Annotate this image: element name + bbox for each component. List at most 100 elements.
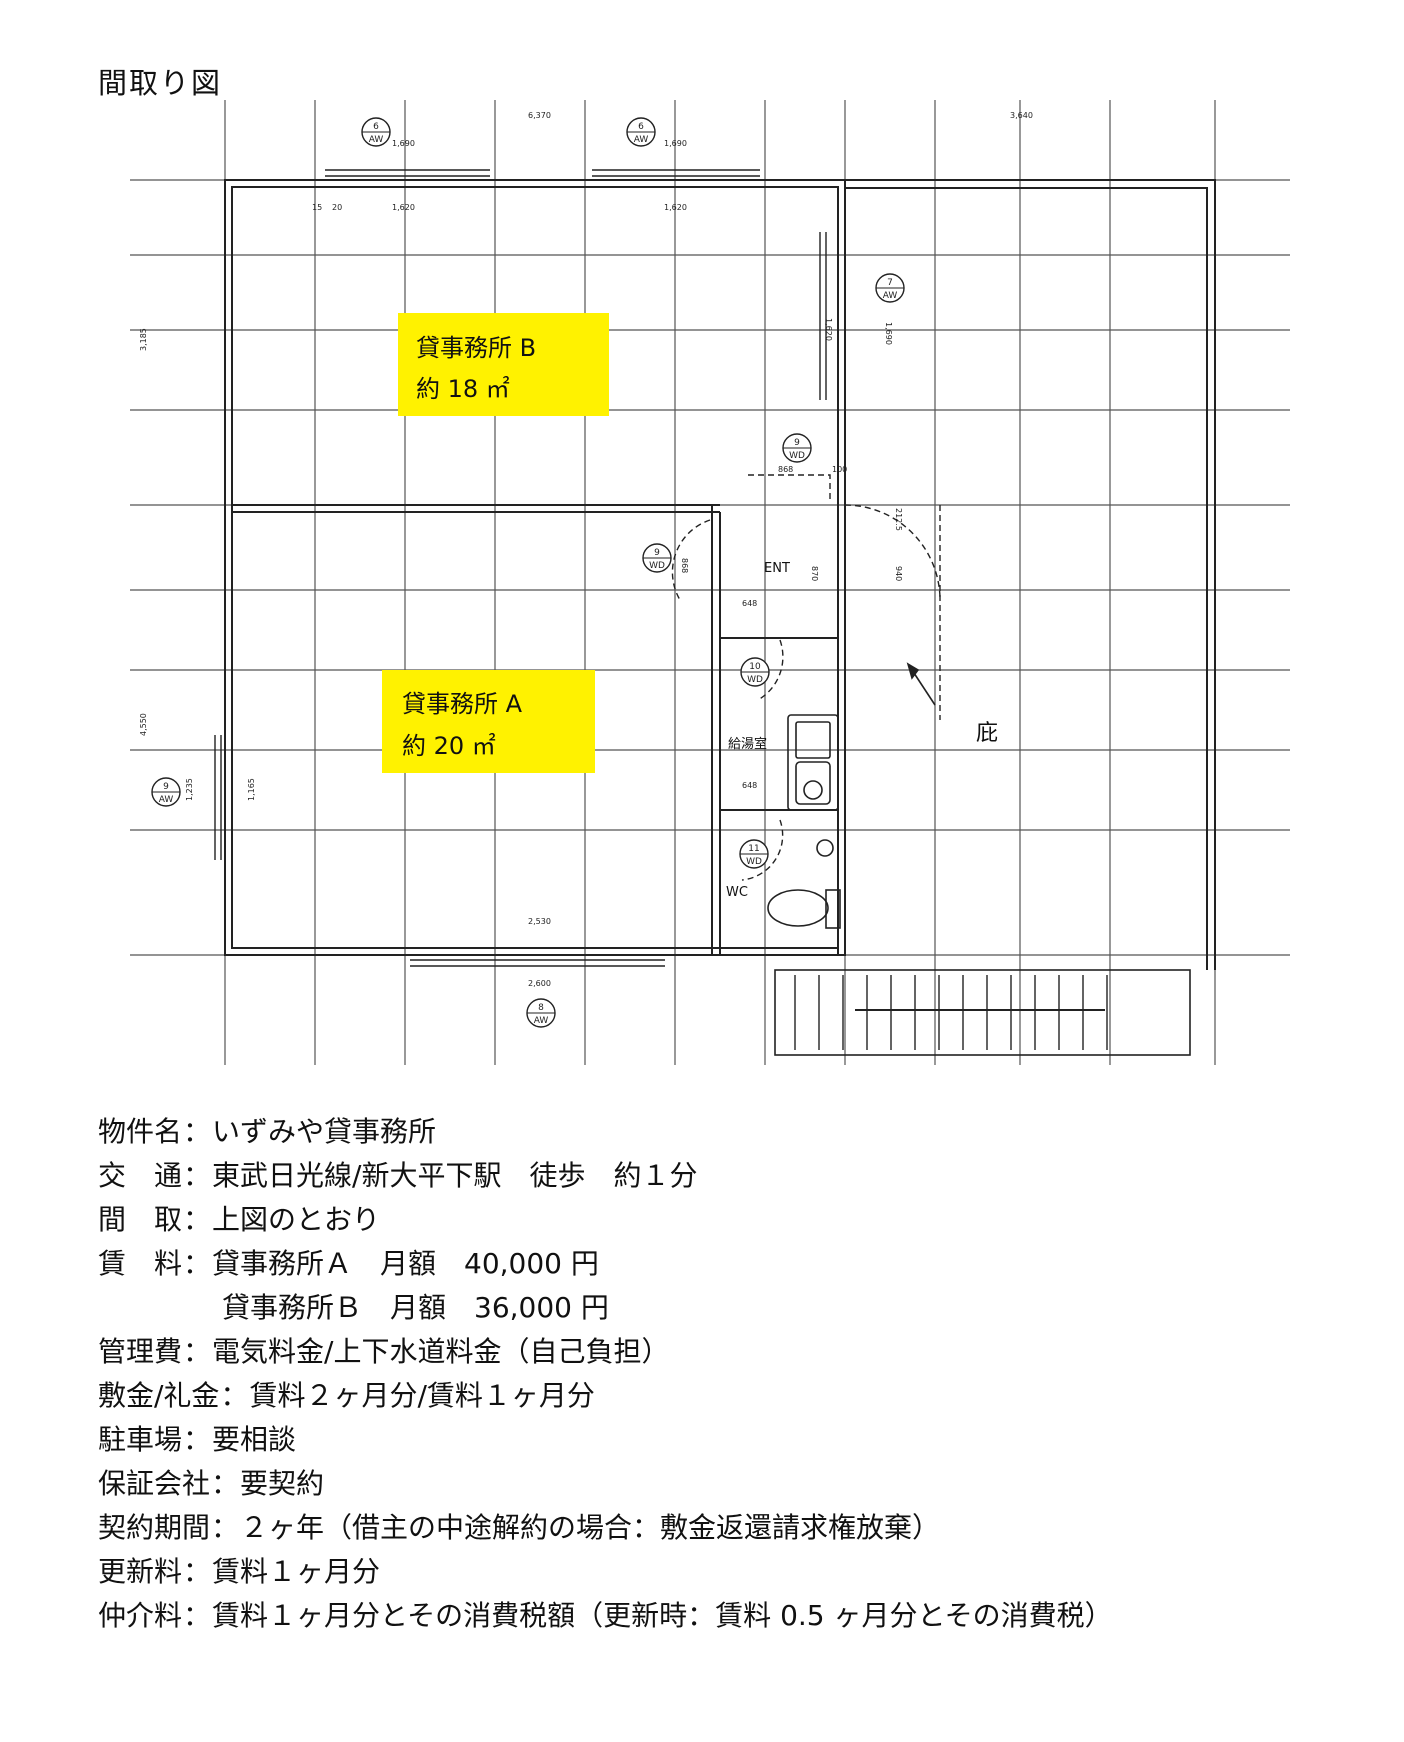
stairs <box>774 969 1191 1056</box>
dim-door-870: 870 <box>810 566 819 581</box>
grid-lines <box>130 100 1290 1065</box>
toilet <box>767 839 841 929</box>
window-tag: 6AW <box>626 117 656 147</box>
window-tag-number: 9 <box>654 548 660 558</box>
contract-label: 契約期間 <box>98 1511 211 1544</box>
guarantor-value: 要契約 <box>240 1467 325 1500</box>
rent-label: 賃 料 <box>98 1247 183 1280</box>
dim-window-left-inner: 1,165 <box>247 778 256 801</box>
info-management: 管理費：電気料金/上下水道料金（自己負担） <box>98 1330 1113 1374</box>
walls <box>224 179 1216 1011</box>
room-a-name: 貸事務所 A <box>402 690 523 718</box>
deposit-value: 賃料２ヶ月分/賃料１ヶ月分 <box>249 1379 595 1412</box>
window-tag-type: AW <box>369 135 384 145</box>
renewal-value: 賃料１ヶ月分 <box>212 1555 381 1588</box>
dim-door-868-a: 868 <box>778 465 793 474</box>
room-a-highlight <box>382 670 595 773</box>
window-tag: 8AW <box>526 998 556 1028</box>
dim-kitchen-648-b: 648 <box>742 781 757 790</box>
dim-door-212: 212.5 <box>894 508 903 531</box>
window-tag-number: 8 <box>538 1003 544 1013</box>
layout-label: 間 取 <box>98 1203 183 1236</box>
dim-window-left-outer: 1,235 <box>185 778 194 801</box>
rent-value-b: 貸事務所Ｂ 月額 36,000 円 <box>222 1291 609 1324</box>
dim-kitchen-648-a: 648 <box>742 599 757 608</box>
info-rent: 賃 料：貸事務所Ａ 月額 40,000 円 <box>98 1242 1113 1286</box>
window-tag: 7AW <box>875 273 905 303</box>
page-title: 間取り図 <box>98 66 223 100</box>
info-transport: 交 通：東武日光線/新大平下駅 徒歩 約１分 <box>98 1154 1113 1198</box>
window-tag-number: 9 <box>794 438 800 448</box>
dim-edge-15: 15 <box>312 203 322 212</box>
dim-bottom-inner: 2,530 <box>528 917 551 926</box>
eave-label: 庇 <box>976 721 998 746</box>
dim-edge-20: 20 <box>332 203 342 212</box>
info-property-name: 物件名：いずみや貸事務所 <box>98 1110 1113 1154</box>
property-name-label: 物件名 <box>98 1115 183 1148</box>
dim-inner-top-1: 1,620 <box>392 203 415 212</box>
property-info: 物件名：いずみや貸事務所 交 通：東武日光線/新大平下駅 徒歩 約１分 間 取：… <box>98 1110 1113 1638</box>
brokerage-label: 仲介料 <box>98 1599 183 1632</box>
property-name-value: いずみや貸事務所 <box>212 1115 437 1148</box>
window-tag-number: 6 <box>373 122 379 132</box>
management-value: 電気料金/上下水道料金（自己負担） <box>212 1335 670 1368</box>
dim-inner-top-2: 1,620 <box>664 203 687 212</box>
info-renewal: 更新料：賃料１ヶ月分 <box>98 1550 1113 1594</box>
dim-top-left: 6,370 <box>528 111 551 120</box>
contract-value: ２ヶ年（借主の中途解約の場合：敷金返還請求権放棄） <box>240 1511 941 1544</box>
transport-label: 交 通 <box>98 1159 183 1192</box>
info-parking: 駐車場：要相談 <box>98 1418 1113 1462</box>
window-tag-type: WD <box>746 857 762 867</box>
room-b-name: 貸事務所 B <box>416 334 536 362</box>
ent-label: ENT <box>764 561 790 576</box>
window-tag-type: WD <box>649 561 665 571</box>
dim-door-100: 100 <box>832 465 847 474</box>
dim-window-top-2: 1,690 <box>664 139 687 148</box>
floor-plan: 貸事務所 B 約 18 ㎡ 貸事務所 A 約 20 ㎡ ENT 給湯室 WC 庇… <box>130 100 1290 1065</box>
window-tag-type: WD <box>747 675 763 685</box>
room-b-area: 約 18 ㎡ <box>416 375 510 403</box>
dim-left-upper: 3,185 <box>139 328 148 351</box>
deposit-label: 敷金/礼金 <box>98 1379 220 1412</box>
info-rent-b: 貸事務所Ｂ 月額 36,000 円 <box>98 1286 1113 1330</box>
window-tag: 9WD <box>642 543 672 573</box>
parking-value: 要相談 <box>212 1423 297 1456</box>
dim-door-940: 940 <box>894 566 903 581</box>
transport-value: 東武日光線/新大平下駅 徒歩 約１分 <box>212 1159 698 1192</box>
room-b-highlight <box>398 313 609 416</box>
window-tag-number: 10 <box>749 662 761 672</box>
info-brokerage: 仲介料：賃料１ヶ月分とその消費税額（更新時：賃料 0.5 ヶ月分とその消費税） <box>98 1594 1113 1638</box>
dim-top-right: 3,640 <box>1010 111 1033 120</box>
info-layout: 間 取：上図のとおり <box>98 1198 1113 1242</box>
info-deposit: 敷金/礼金：賃料２ヶ月分/賃料１ヶ月分 <box>98 1374 1113 1418</box>
eave-arrow <box>906 662 936 706</box>
window-tag: 9WD <box>782 433 812 463</box>
dim-right-window-outer: 1,690 <box>884 322 893 345</box>
dim-right-window-inner: 1,620 <box>824 318 833 341</box>
window-tag-number: 7 <box>887 278 893 288</box>
window-tag-type: AW <box>159 795 174 805</box>
window-tag-number: 6 <box>638 122 644 132</box>
layout-value: 上図のとおり <box>212 1203 381 1236</box>
dim-bottom-outer: 2,600 <box>528 979 551 988</box>
window-tag-number: 9 <box>163 782 169 792</box>
brokerage-value: 賃料１ヶ月分とその消費税額（更新時：賃料 0.5 ヶ月分とその消費税） <box>212 1599 1113 1632</box>
renewal-label: 更新料 <box>98 1555 183 1588</box>
window-tag-type: AW <box>883 291 898 301</box>
windows <box>214 169 827 967</box>
window-tag: 9AW <box>151 777 181 807</box>
dim-door-868-b: 868 <box>680 558 689 573</box>
window-tag-type: AW <box>534 1016 549 1026</box>
kitchen-label: 給湯室 <box>728 736 767 752</box>
window-tag-type: AW <box>634 135 649 145</box>
guarantor-label: 保証会社 <box>98 1467 211 1500</box>
room-a-area: 約 20 ㎡ <box>402 732 496 760</box>
door-swings <box>671 474 941 881</box>
parking-label: 駐車場 <box>98 1423 183 1456</box>
wc-label: WC <box>726 885 748 900</box>
window-tag: 6AW <box>361 117 391 147</box>
dim-window-top-1: 1,690 <box>392 139 415 148</box>
info-contract: 契約期間： ２ヶ年（借主の中途解約の場合：敷金返還請求権放棄） <box>98 1506 1113 1550</box>
